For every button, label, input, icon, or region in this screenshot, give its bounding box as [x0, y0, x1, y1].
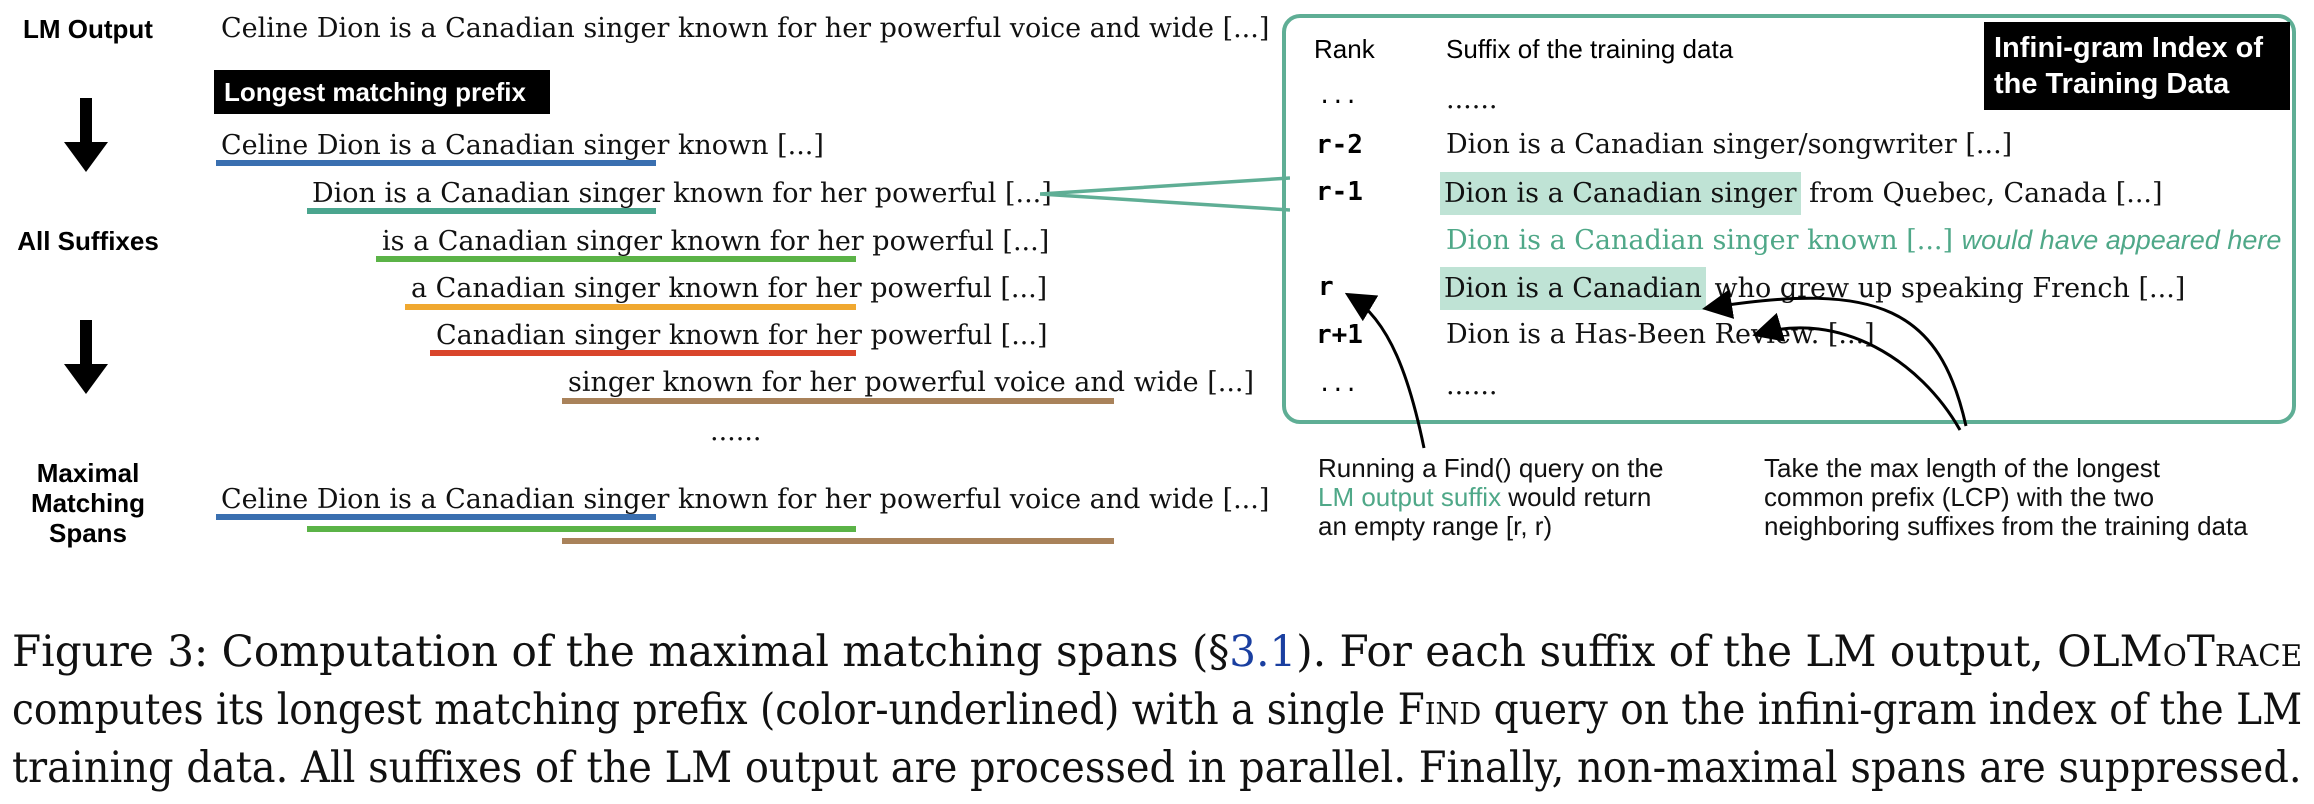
section-link[interactable]: 3.1	[1229, 627, 1297, 677]
suffix-rest: known [...]	[669, 130, 824, 161]
find-note-line-3: an empty range [r, r)	[1318, 511, 1553, 541]
find-note-rest: would return	[1501, 482, 1652, 512]
all-suffixes-label: All Suffixes	[17, 226, 159, 256]
suffix-cell: ......	[1446, 370, 1498, 401]
lcp-note-line-1: Take the max length of the longest	[1764, 453, 2161, 483]
suffix-matched: Celine Dion is a Canadian singer	[221, 130, 670, 161]
lcp-note-line-2: common prefix (LCP) with the two	[1764, 482, 2155, 512]
index-title-line-1: Infini-gram Index of	[1994, 32, 2264, 64]
rank-cell: r	[1318, 272, 1334, 302]
caption-text: computes its longest matching prefix (co…	[12, 685, 1398, 735]
suffix-matched: a Canadian singer known for her	[411, 273, 862, 304]
maximal-underline-brown	[562, 538, 1114, 544]
suffix-rest: powerful [...]	[861, 273, 1048, 304]
find-name: Find	[1397, 685, 1482, 735]
rank-cell: r+1	[1316, 320, 1363, 350]
lcp-highlight: Dion is a Canadian	[1440, 267, 1706, 310]
suffix-row-4: a Canadian singer known for her powerful…	[411, 273, 1047, 305]
suffix-rest: powerful [...]	[861, 320, 1048, 351]
suffix-cell: Dion is a Canadian singer/songwriter [..…	[1446, 129, 2013, 160]
caption-text: ). For each suffix of the LM output,	[1296, 627, 2058, 677]
would-appear-note: would have appeared here	[1961, 225, 2282, 255]
maximal-label-1: Maximal	[36, 458, 140, 488]
index-title: Infini-gram Index of the Training Data	[1984, 22, 2290, 110]
suffix-underline-blue	[216, 160, 656, 166]
caption-line-2: computes its longest matching prefix (co…	[12, 682, 2302, 738]
suffix-row-6: singer known for her powerful voice and …	[568, 367, 1254, 399]
olmotrace-name: OLMoTrace	[2057, 627, 2303, 677]
lcp-note-line-3: neighboring suffixes from the training d…	[1764, 511, 2248, 541]
suffix-rest: wide [...]	[1125, 367, 1255, 398]
maximal-label-2: Matching	[30, 488, 146, 518]
maximal-label-3: Spans	[48, 518, 128, 548]
ellipsis-dots: ......	[710, 416, 762, 447]
suffix-rest: powerful [...]	[863, 226, 1050, 257]
rank-cell: r-2	[1316, 130, 1363, 160]
longest-matching-prefix-badge: Longest matching prefix	[214, 70, 550, 114]
suffix-underline-brown	[562, 398, 1114, 404]
suffix-underline-orange	[405, 304, 856, 310]
suffix-matched: Canadian singer known for her	[436, 320, 862, 351]
rank-cell: r-1	[1316, 177, 1363, 207]
find-query-note: Running a Find() query on the LM output …	[1318, 454, 1663, 541]
suffix-cell: Dion is a Canadian singer from Quebec, C…	[1440, 172, 2163, 216]
find-note-line-1: Running a Find() query on the	[1318, 453, 1664, 483]
maximal-underline-blue	[216, 514, 656, 520]
callout-connector	[1040, 176, 1290, 212]
hypothetical-suffix-row: Dion is a Canadian singer known [...] wo…	[1446, 224, 2281, 257]
caption-line-1: Figure 3: Computation of the maximal mat…	[12, 624, 2302, 680]
suffix-underline-red	[430, 350, 856, 356]
suffix-underline-teal	[307, 208, 656, 214]
find-note-teal: LM output suffix	[1318, 482, 1502, 512]
suffix-row-1: Celine Dion is a Canadian singer known […	[221, 130, 824, 162]
down-arrow-icon	[64, 98, 108, 172]
suffix-column-header: Suffix of the training data	[1446, 34, 1734, 64]
suffix-row-2: Dion is a Canadian singer known for her …	[312, 178, 1052, 210]
lm-output-label: LM Output	[23, 14, 153, 44]
find-note-line-2: LM output suffix would return	[1318, 483, 1663, 512]
suffix-row-5: Canadian singer known for her powerful […	[436, 320, 1048, 352]
suffix-matched: is a Canadian singer known for her	[382, 226, 864, 257]
caption-line-3: training data. All suffixes of the LM ou…	[12, 743, 2302, 793]
annotation-arrows	[1344, 289, 1968, 449]
suffix-rest: from Quebec, Canada [...]	[1800, 178, 2163, 209]
suffix-matched: singer known for her powerful voice and	[568, 367, 1126, 398]
rank-cell: ...	[1318, 372, 1358, 397]
lcp-note: Take the max length of the longest commo…	[1764, 454, 2248, 541]
rank-column-header: Rank	[1314, 34, 1375, 64]
suffix-rest: known for her powerful [...]	[664, 178, 1052, 209]
suffix-cell: Dion is a Has-Been Review. [...]	[1446, 319, 1875, 350]
suffix-row-3: is a Canadian singer known for her power…	[382, 226, 1049, 258]
index-title-line-2: the Training Data	[1994, 68, 2230, 100]
suffix-cell: ......	[1446, 84, 1498, 115]
maximal-underline-green	[307, 526, 856, 532]
lm-output-text: Celine Dion is a Canadian singer known f…	[221, 13, 1270, 44]
infini-gram-index-panel	[1282, 14, 2296, 424]
suffix-matched: Dion is a Canadian singer	[312, 178, 665, 209]
lcp-highlight: Dion is a Canadian singer	[1440, 172, 1801, 215]
down-arrow-icon	[64, 320, 108, 394]
maximal-spans-text: Celine Dion is a Canadian singer known f…	[221, 484, 1270, 515]
suffix-underline-green	[376, 256, 856, 262]
caption-text: Figure 3: Computation of the maximal mat…	[12, 627, 1230, 677]
rank-cell: ...	[1318, 84, 1358, 109]
hypothetical-suffix-text: Dion is a Canadian singer known [...]	[1446, 225, 1954, 256]
caption-text: query on the infini-gram index of the LM	[1481, 685, 2303, 735]
